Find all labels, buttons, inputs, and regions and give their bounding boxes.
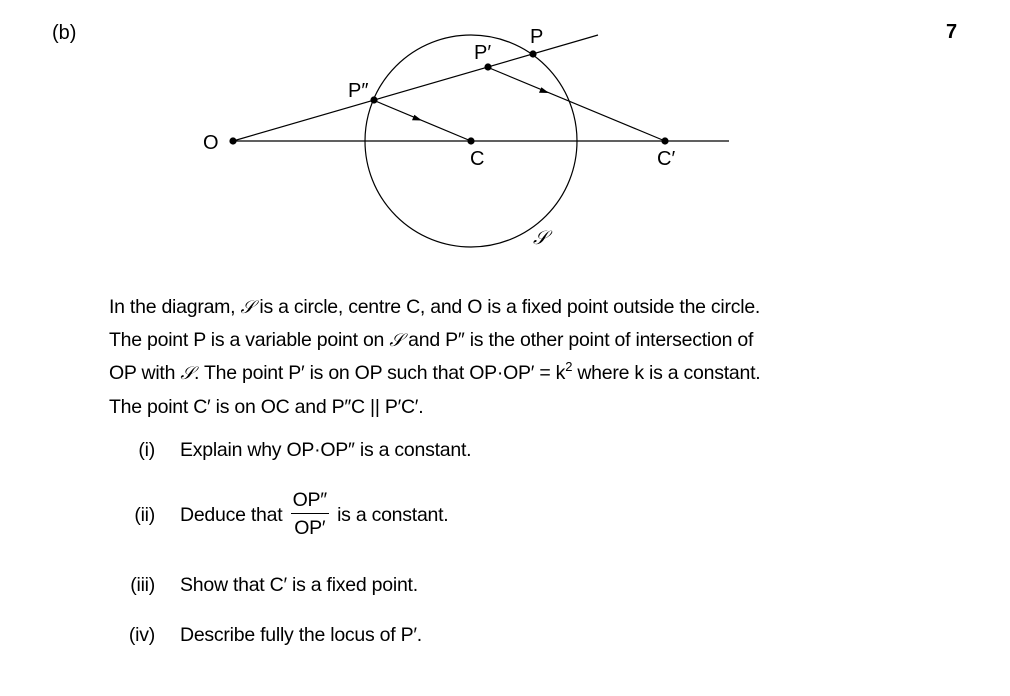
question-number-ii: (ii) bbox=[134, 504, 155, 526]
question-number-iii: (iii) bbox=[130, 574, 155, 596]
fraction-denominator: OP′ bbox=[294, 517, 326, 539]
segment-p1c1 bbox=[486, 66, 666, 142]
question-text-ii: Deduce that OP″ OP′ is a constant. bbox=[180, 488, 449, 540]
question-number-iv: (iv) bbox=[128, 624, 155, 646]
label-p: P bbox=[530, 26, 543, 48]
point-c-prime bbox=[661, 137, 669, 145]
label-p-double-prime: P″ bbox=[348, 80, 368, 102]
label-c-prime: C′ bbox=[657, 148, 675, 170]
question-text-i: Explain why OP·OP″ is a constant. bbox=[180, 439, 472, 461]
stem-line-2: The point P is a variable point on 𝒮 and… bbox=[109, 329, 754, 351]
geometry-diagram: O C C′ P P′ P″ 𝒮 bbox=[203, 26, 729, 249]
question-text-iv: Describe fully the locus of P′. bbox=[180, 624, 422, 646]
stem-line-4: The point C′ is on OC and P″C || P′C′. bbox=[109, 396, 424, 418]
question-text-iii: Show that C′ is a fixed point. bbox=[180, 574, 418, 596]
point-o bbox=[229, 137, 237, 145]
label-c: C bbox=[470, 148, 484, 170]
point-p-prime bbox=[484, 63, 492, 71]
point-p-double-prime bbox=[370, 96, 378, 104]
fraction-numerator: OP″ bbox=[290, 488, 329, 514]
arrow-p2c bbox=[412, 114, 422, 121]
part-label: (b) bbox=[52, 22, 77, 44]
question-number: 7 bbox=[946, 21, 958, 43]
point-p bbox=[529, 50, 537, 58]
arrow-p1c1 bbox=[539, 87, 549, 93]
label-o: O bbox=[203, 132, 219, 154]
question-stem: In the diagram, 𝒮 is a circle, centre C,… bbox=[109, 291, 909, 423]
label-p-prime: P′ bbox=[474, 42, 491, 64]
label-circle-s: 𝒮 bbox=[533, 227, 553, 249]
stem-line-3: OP with 𝒮. The point P′ is on OP such th… bbox=[109, 359, 761, 384]
point-c bbox=[467, 137, 475, 145]
question-number-i: (i) bbox=[138, 439, 155, 461]
stem-line-1: In the diagram, 𝒮 is a circle, centre C,… bbox=[109, 296, 761, 318]
fraction: OP″ OP′ bbox=[290, 488, 329, 540]
line-op bbox=[232, 34, 599, 142]
